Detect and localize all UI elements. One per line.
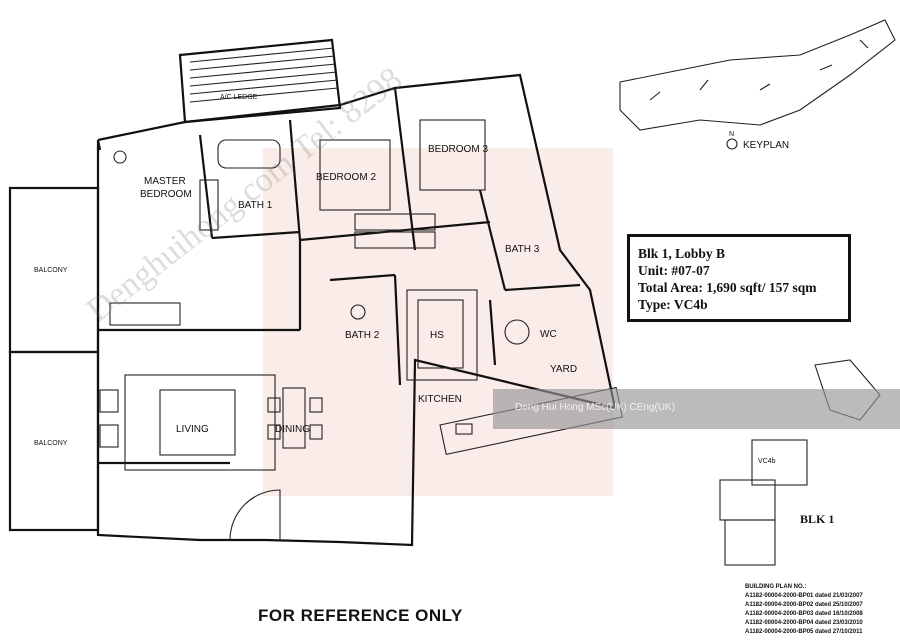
balcony-bottom [8, 350, 100, 532]
furniture [99, 119, 623, 541]
footer-note: FOR REFERENCE ONLY [258, 606, 463, 625]
block-label: BLK 1 [800, 512, 834, 526]
room-label-hs: HS [430, 330, 444, 341]
watermark-background [263, 148, 613, 496]
room-label-master-1: MASTER [144, 176, 186, 187]
room-label-wc: WC [540, 329, 557, 340]
outer-wall [96, 73, 617, 547]
unit-tag: VC4b [758, 458, 776, 465]
building-plan-entry: A1182-00004-2000-BP04 dated 23/03/2010 [745, 620, 863, 626]
north-label: N [729, 131, 734, 138]
room-label-dining: DINING [275, 424, 310, 435]
room-label-master-2: BEDROOM [140, 189, 192, 200]
building-plan-list: BUILDING PLAN NO.: A1182-00004-2000-BP01… [745, 583, 863, 637]
room-label-bedroom2: BEDROOM 2 [316, 172, 376, 183]
room-label-living: LIVING [176, 424, 209, 435]
room-label-balcony-bottom: BALCONY [34, 440, 68, 447]
info-type: Type: VC4b [638, 297, 708, 312]
room-label-balcony-top: BALCONY [34, 267, 68, 274]
room-label-kitchen: KITCHEN [418, 394, 462, 405]
watermark-band [493, 389, 900, 429]
info-unit: Unit: #07-07 [638, 263, 710, 278]
watermark-text: Deng Hui Hong MSc(UK) CEng(UK) [515, 402, 676, 413]
building-plan-entry: A1182-00004-2000-BP05 dated 27/10/2011 [745, 629, 863, 635]
unit-info-box: Blk 1, Lobby B Unit: #07-07 Total Area: … [627, 234, 851, 322]
building-plan-entry: A1182-00004-2000-BP01 dated 21/03/2007 [745, 593, 863, 599]
keyplan-drawing [619, 19, 896, 131]
info-area: Total Area: 1,690 sqft/ 157 sqm [638, 280, 817, 295]
info-block: Blk 1, Lobby B [638, 246, 726, 261]
building-plan-title: BUILDING PLAN NO.: [745, 584, 807, 590]
room-label-bath2: BATH 2 [345, 330, 380, 341]
room-label-yard: YARD [550, 364, 577, 375]
keyplan-label: KEYPLAN [743, 140, 789, 151]
room-label-bath1: BATH 1 [238, 200, 273, 211]
interior-walls [98, 87, 581, 465]
north-arrow-icon [726, 138, 738, 150]
room-label-bedroom3: BEDROOM 3 [428, 144, 488, 155]
ac-ledge-hatch [189, 47, 339, 103]
ac-ledge [178, 38, 342, 124]
room-label-bath3: BATH 3 [505, 244, 540, 255]
building-plan-entry: A1182-00004-2000-BP02 dated 25/10/2007 [745, 602, 863, 608]
building-plan-entry: A1182-00004-2000-BP03 dated 16/10/2008 [745, 611, 863, 617]
room-label-ac-ledge: A/C LEDGE [220, 94, 258, 101]
